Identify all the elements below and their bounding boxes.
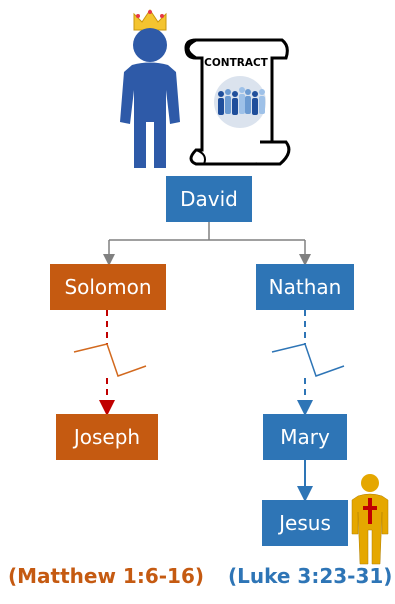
reference-luke: (Luke 3:23-31) xyxy=(228,564,393,588)
jesus-figure-icon xyxy=(351,474,389,565)
node-nathan: Nathan xyxy=(256,264,354,310)
contract-title: CONTRACT xyxy=(204,57,268,69)
node-joseph: Joseph xyxy=(56,414,158,460)
people-group-icon xyxy=(214,76,266,128)
node-mary: Mary xyxy=(263,414,347,460)
crowned-king-icon xyxy=(120,9,180,168)
node-solomon: Solomon xyxy=(50,264,166,310)
branch-connector xyxy=(103,222,311,266)
node-jesus: Jesus xyxy=(262,500,348,546)
reference-matthew: (Matthew 1:6-16) xyxy=(8,564,205,588)
nathan-mary-connector xyxy=(271,310,345,416)
solomon-joseph-connector xyxy=(73,310,147,416)
node-david: David xyxy=(166,176,252,222)
